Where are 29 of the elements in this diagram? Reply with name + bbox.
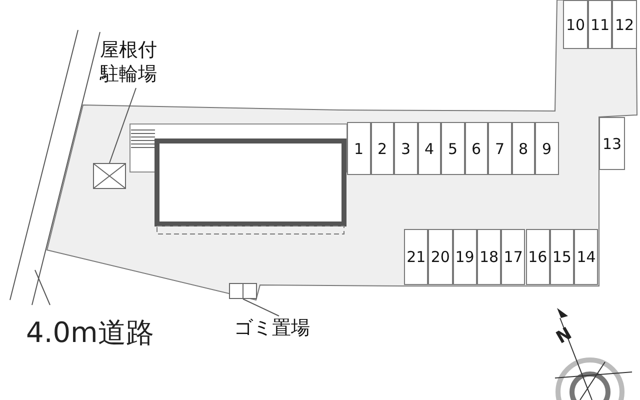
parking-space: 7 — [488, 122, 512, 175]
garbage-area-symbol — [229, 283, 257, 299]
parking-space: 18 — [476, 229, 502, 285]
parking-space: 11 — [588, 0, 612, 49]
bicycle-shelter-symbol — [93, 163, 126, 189]
leader-line — [109, 88, 136, 164]
parking-space: 15 — [550, 229, 574, 285]
compass-north-letter: N — [552, 324, 576, 348]
leader-line — [242, 298, 280, 316]
parking-space: 21 — [404, 229, 428, 285]
area-label: ゴミ置場 — [234, 316, 324, 342]
parking-space: 2 — [370, 122, 394, 175]
parking-space: 17 — [501, 229, 526, 285]
parking-space: 3 — [394, 122, 418, 175]
parking-space: 16 — [526, 229, 550, 285]
road-label: 4.0m道路 — [26, 315, 154, 351]
parking-space: 4 — [418, 122, 441, 175]
parking-space: 1 — [347, 122, 370, 175]
parking-space: 6 — [464, 122, 488, 175]
parking-space: 5 — [441, 122, 464, 175]
parking-space: 19 — [452, 229, 477, 285]
parking-space: 14 — [574, 229, 598, 285]
parking-space: 10 — [563, 0, 588, 49]
area-label: 屋根付駐輪場 — [100, 38, 172, 88]
parking-space: 9 — [535, 122, 558, 175]
parking-space: 8 — [512, 122, 535, 175]
parking-space: 13 — [599, 117, 625, 170]
parking-space: 20 — [428, 229, 453, 285]
parking-space: 12 — [612, 0, 637, 49]
